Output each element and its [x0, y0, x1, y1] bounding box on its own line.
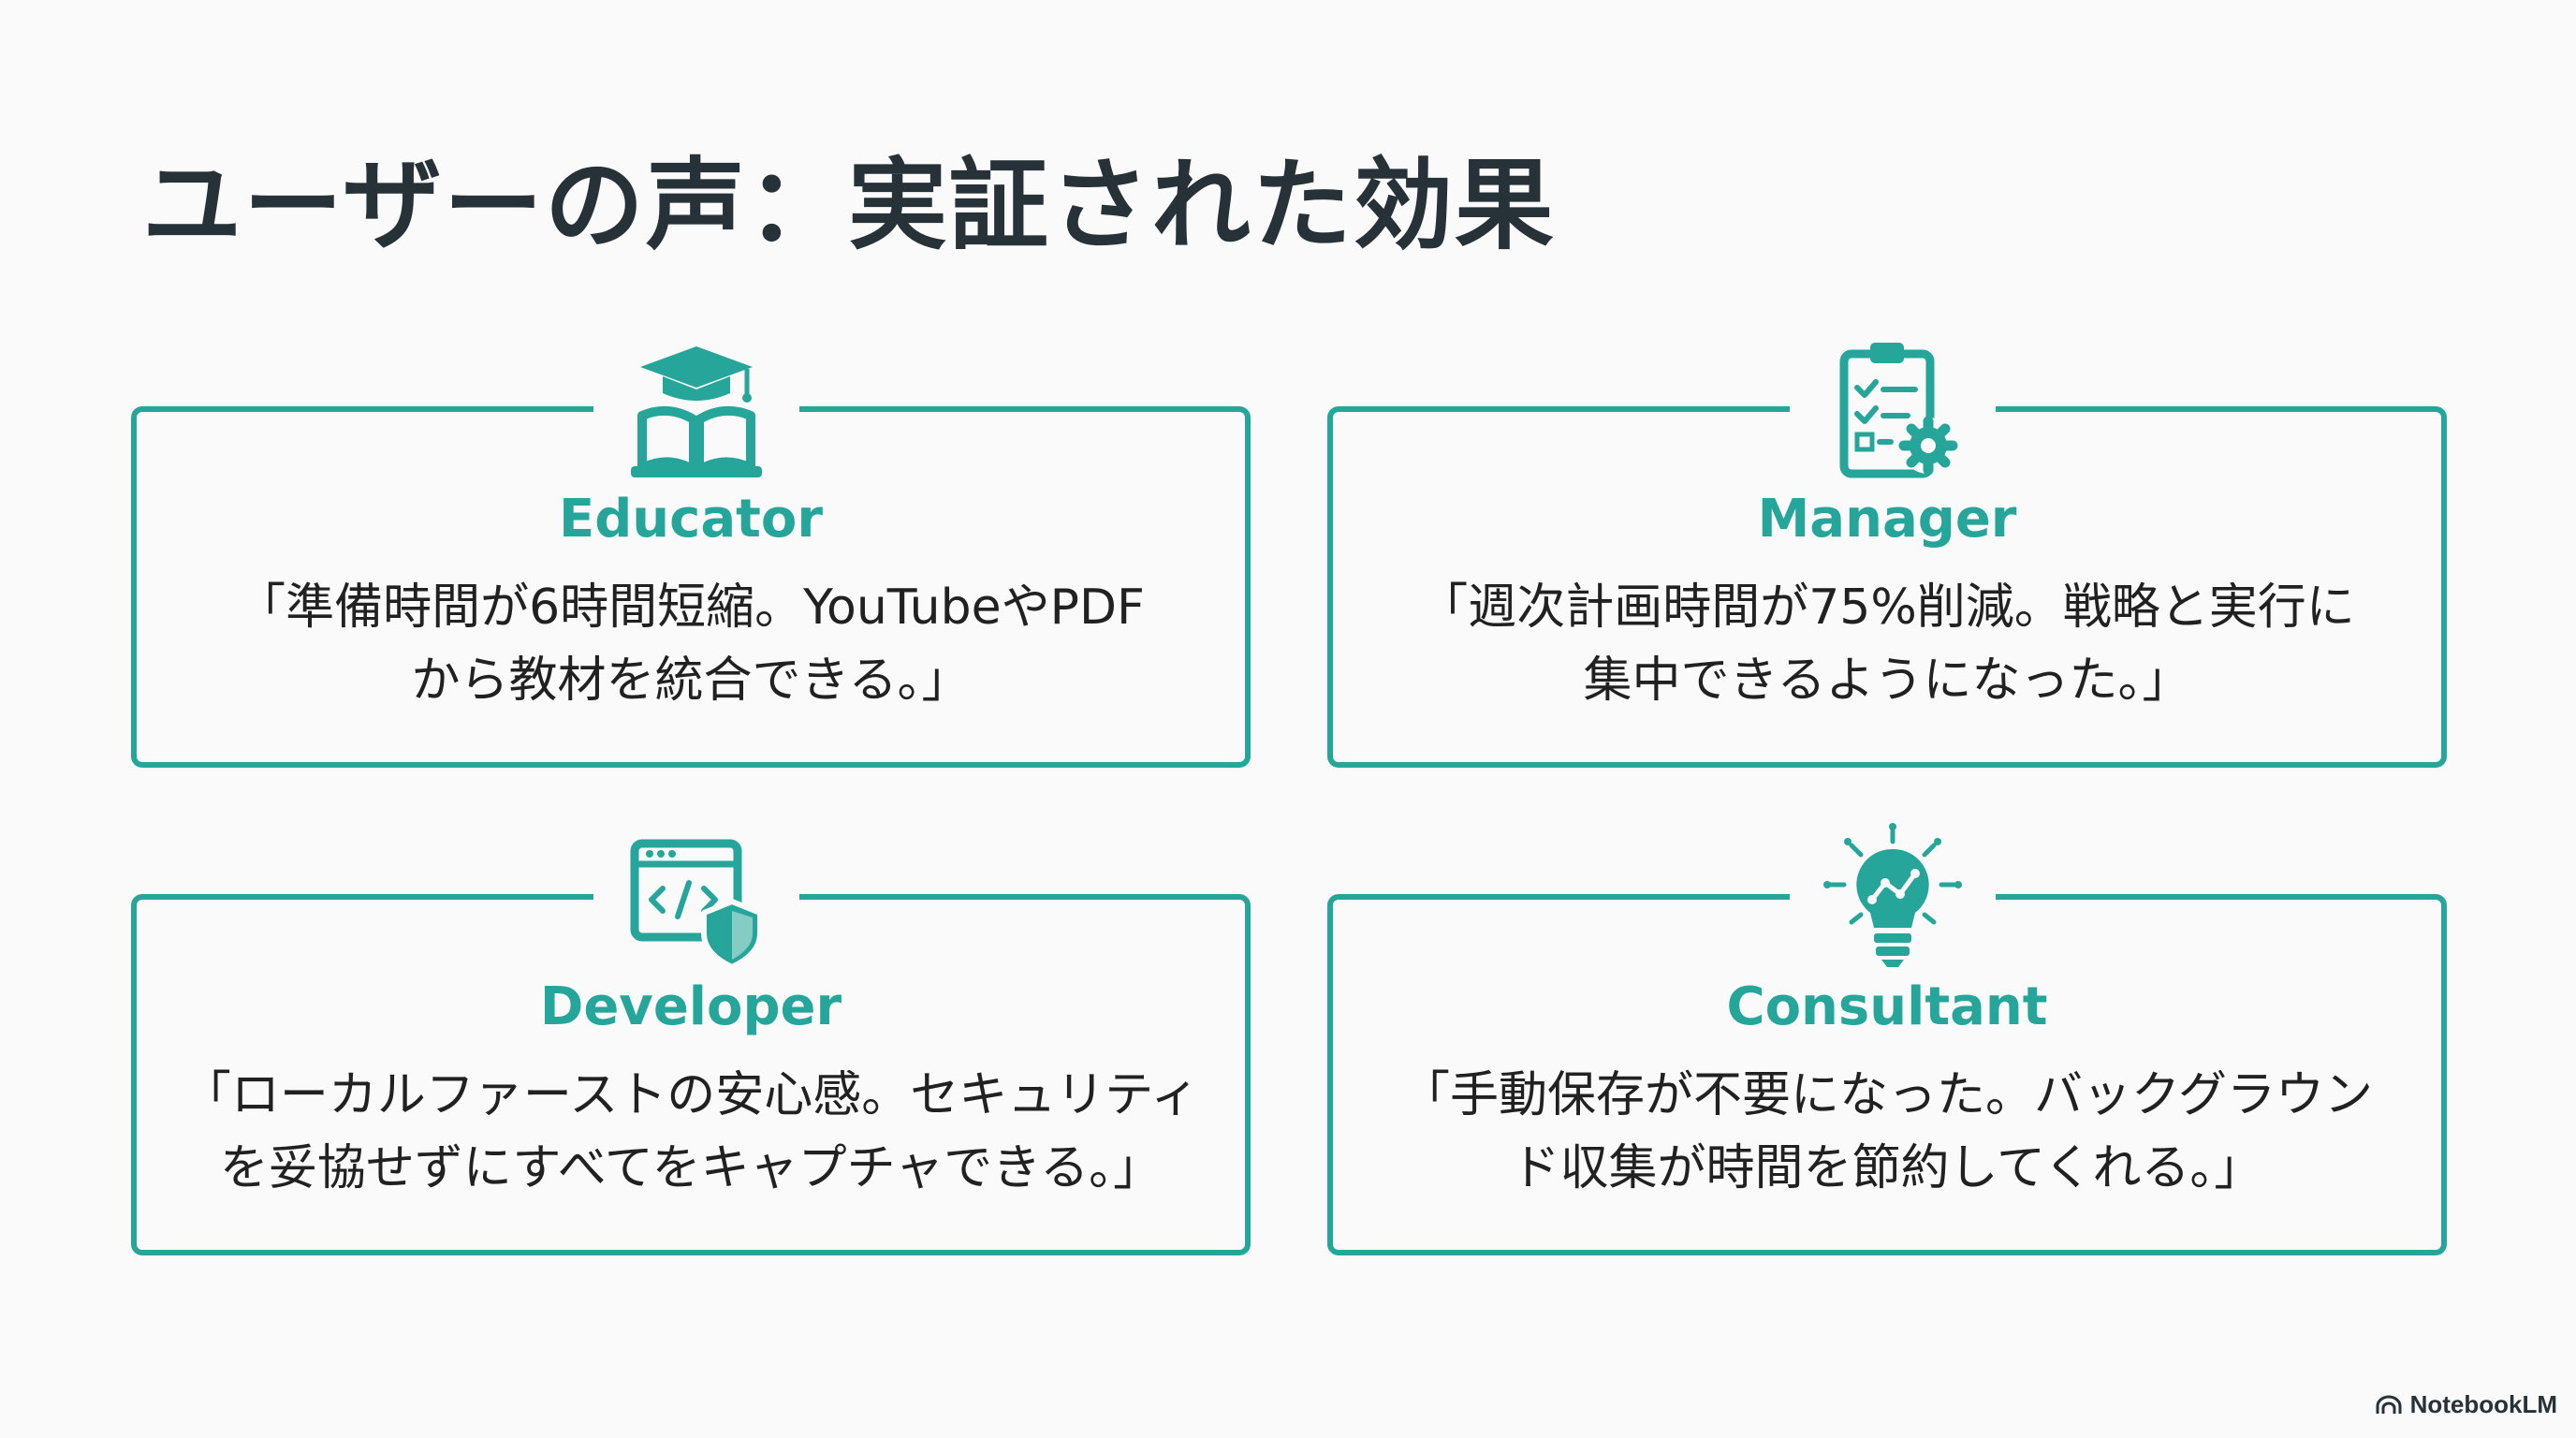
testimonial-card-developer: Developer 「ローカルファーストの安心感。セキュリティ を妥協せずにすべ…: [131, 839, 1251, 1255]
role-label: Developer: [539, 976, 842, 1037]
page-title: ユーザーの声：実証された効果: [142, 148, 1556, 263]
quote-line: ド収集が時間を節約してくれる。」: [1511, 1140, 2263, 1196]
role-label: Consultant: [1726, 976, 2048, 1037]
graduation-cap-book-icon: [622, 335, 771, 485]
quote-line: 「ローカルファーストの安心感。セキュリティ: [182, 1067, 1200, 1123]
testimonial-quote: 「ローカルファーストの安心感。セキュリティ を妥協せずにすべてをキャプチャできる…: [165, 1059, 1217, 1205]
quote-line: 「手動保存が不要になった。バックグラウン: [1401, 1067, 2373, 1123]
quote-line: から教材を統合できる。」: [411, 653, 971, 709]
testimonial-quote: 「準備時間が6時間短縮。YouTubeやPDF から教材を統合できる。」: [165, 571, 1217, 717]
testimonial-card-educator: Educator 「準備時間が6時間短縮。YouTubeやPDF から教材を統合…: [131, 346, 1251, 768]
testimonial-card-consultant: Consultant 「手動保存が不要になった。バックグラウン ド収集が時間を節…: [1327, 823, 2447, 1255]
testimonial-card-manager: Manager 「週次計画時間が75%削減。戦略と実行に 集中できるようになった…: [1327, 343, 2447, 768]
testimonial-quote: 「週次計画時間が75%削減。戦略と実行に 集中できるようになった。」: [1361, 571, 2413, 717]
quote-line: 集中できるようになった。」: [1583, 653, 2191, 709]
code-window-shield-icon: [622, 823, 771, 973]
brand-logo: NotebookLM: [2375, 1390, 2557, 1419]
role-label: Manager: [1757, 489, 2017, 550]
role-label: Educator: [558, 489, 824, 550]
brand-name: NotebookLM: [2409, 1390, 2557, 1418]
lightbulb-chart-icon: [1818, 823, 1968, 973]
quote-line: 「準備時間が6時間短縮。YouTubeやPDF: [237, 580, 1145, 636]
clipboard-checklist-gear-icon: [1818, 335, 1968, 485]
notebooklm-logo-icon: [2376, 1395, 2402, 1414]
quote-line: 「週次計画時間が75%削減。戦略と実行に: [1419, 580, 2355, 636]
testimonial-quote: 「手動保存が不要になった。バックグラウン ド収集が時間を節約してくれる。」: [1361, 1059, 2413, 1205]
quote-line: を妥協せずにすべてをキャプチャできる。」: [219, 1140, 1163, 1196]
